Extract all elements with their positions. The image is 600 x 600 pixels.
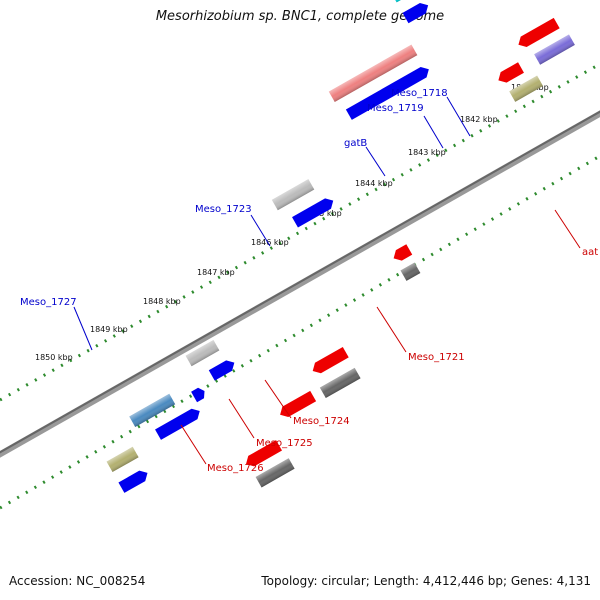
gene-block (509, 75, 544, 102)
label-leaders (73, 96, 581, 465)
gene-label: Meso_1721 (408, 352, 465, 363)
ruler-labels: 1841 kbp 1842 kbp 1843 kbp 1844 kbp 1845… (35, 83, 549, 362)
gene-arrow (208, 360, 235, 381)
gene-arrow (402, 2, 429, 24)
gene-arrow (292, 198, 334, 228)
gene-arrow (498, 62, 524, 83)
gene-block (271, 179, 315, 211)
ruler-label: 1846 kbp (251, 238, 289, 247)
ruler-label: 1842 kbp (460, 115, 498, 124)
gene-arrow (246, 440, 283, 467)
gene-arrow (118, 470, 148, 493)
gene-label: aat (582, 247, 598, 258)
gene-label: Meso_1725 (256, 438, 313, 449)
ruler-label: 1843 kbp (408, 148, 446, 157)
gene-arrow (280, 390, 317, 418)
gene-block (106, 446, 139, 473)
gene-label: Meso_1726 (207, 463, 264, 474)
map-title: Mesorhizobium sp. BNC1, complete genome (155, 9, 445, 24)
gene-arrow (393, 244, 413, 261)
ruler-label: 1844 kbp (355, 179, 393, 188)
ruler-label: 1847 kbp (197, 268, 235, 277)
accession-text: Accession: NC_008254 (9, 574, 146, 588)
gene-block (534, 34, 575, 65)
gene-block (400, 262, 421, 281)
top-ruler (0, 62, 600, 402)
ruler-label: 1849 kbp (90, 325, 128, 334)
gene-block (255, 458, 295, 488)
forward-genes[interactable] (0, 0, 596, 493)
gene-arrow (191, 387, 205, 403)
gene-label: Meso_1718 (391, 88, 448, 99)
gene-block (129, 393, 176, 427)
gene-block (328, 44, 418, 103)
gene-label: Meso_1719 (367, 103, 424, 114)
gene-label: Meso_1724 (293, 416, 350, 427)
gene-block (185, 339, 220, 367)
gene-arrow (518, 17, 560, 48)
bottom-gene-labels: aat Meso_1721 Meso_1724 Meso_1725 Meso_1… (207, 247, 598, 474)
gene-label: Meso_1723 (195, 204, 252, 215)
ruler-label: 1845 kbp (304, 209, 342, 218)
gene-label: Meso_1727 (20, 297, 77, 308)
ruler-label: 1848 kbp (143, 297, 181, 306)
gene-block (390, 0, 421, 3)
reverse-genes[interactable] (129, 15, 600, 488)
gene-arrow (345, 66, 429, 120)
ruler-label: 1850 kbp (35, 353, 73, 362)
gene-block (319, 367, 361, 399)
top-gene-labels: Meso_1718 Meso_1719 gatB Meso_1723 Meso_… (20, 88, 448, 308)
gene-arrow (155, 408, 200, 440)
genome-summary-text: Topology: circular; Length: 4,412,446 bp… (261, 574, 591, 588)
gene-label: gatB (344, 138, 367, 149)
gene-block (390, 0, 421, 3)
gene-arrow (312, 346, 349, 374)
genome-backbone (0, 110, 600, 458)
